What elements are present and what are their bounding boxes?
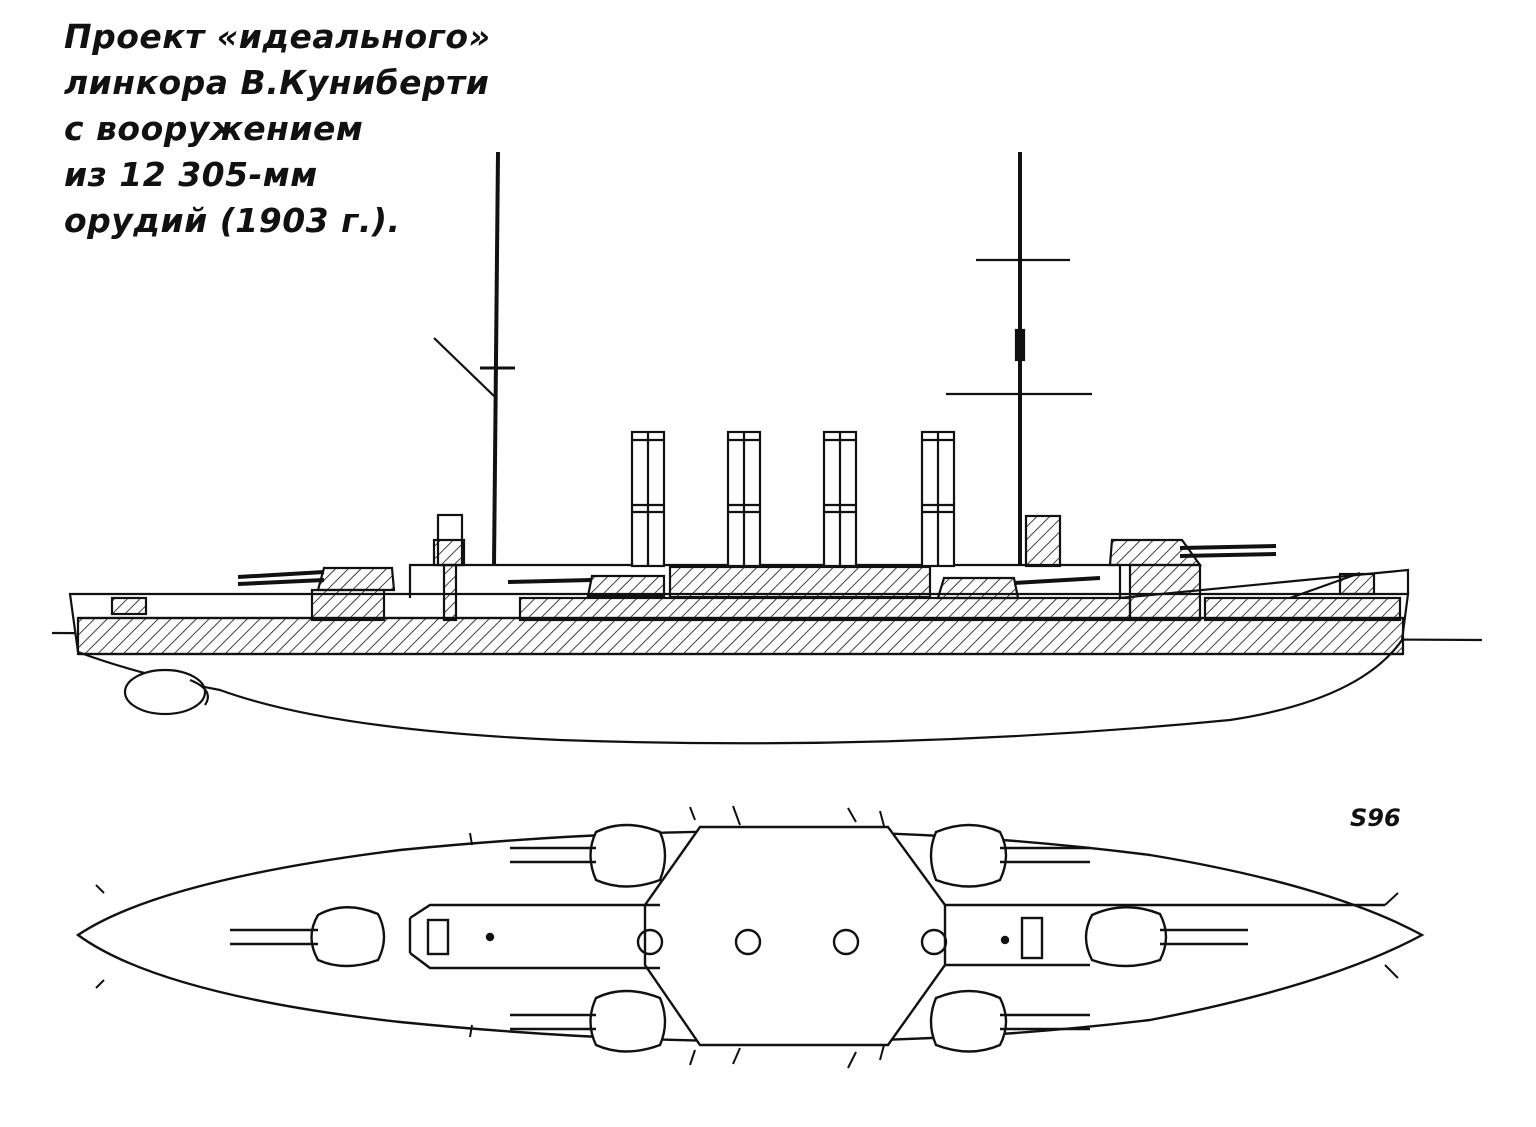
plan-superstructure xyxy=(643,825,947,1047)
fore-bridge xyxy=(1024,514,1062,568)
artist-signature: S96 xyxy=(1350,804,1401,832)
plan-turret-port-aft xyxy=(510,823,667,888)
central-citadel xyxy=(668,565,932,599)
masts xyxy=(433,151,1092,567)
funnel-4-plan xyxy=(920,928,948,956)
armor-belt xyxy=(76,616,1405,656)
superstructure xyxy=(408,563,1122,598)
drawing-caption: Проект «идеального» линкора В.Куниберти … xyxy=(64,14,491,244)
turret-bow xyxy=(1108,538,1277,622)
plan-turret-bow xyxy=(1084,906,1248,968)
caption-line-2: линкора В.Куниберти xyxy=(64,63,490,102)
deck-fittings xyxy=(95,805,1399,1069)
funnel-1-plan xyxy=(636,928,664,956)
turret-mid-aft xyxy=(507,574,666,598)
caption-line-1: Проект «идеального» xyxy=(64,17,491,56)
plan-turret-port-fore xyxy=(929,823,1090,888)
side-elevation-view xyxy=(51,151,1483,745)
plan-turret-starboard-fore xyxy=(929,989,1090,1053)
plan-turret-stern xyxy=(230,906,386,968)
funnels xyxy=(630,430,956,568)
plan-turret-starboard-aft xyxy=(510,989,667,1053)
upper-belt xyxy=(518,596,1132,622)
caption-line-4: из 12 305-мм xyxy=(64,155,318,194)
turret-mid-fore xyxy=(936,576,1101,600)
funnel-2-plan xyxy=(734,928,762,956)
propeller-bulge xyxy=(123,668,207,716)
funnel-3-plan xyxy=(832,928,860,956)
caption-line-5: орудий (1903 г.). xyxy=(64,201,401,240)
caption-line-3: с вооружением xyxy=(64,109,364,148)
turret-stern xyxy=(237,566,396,622)
plan-view xyxy=(75,805,1425,1069)
